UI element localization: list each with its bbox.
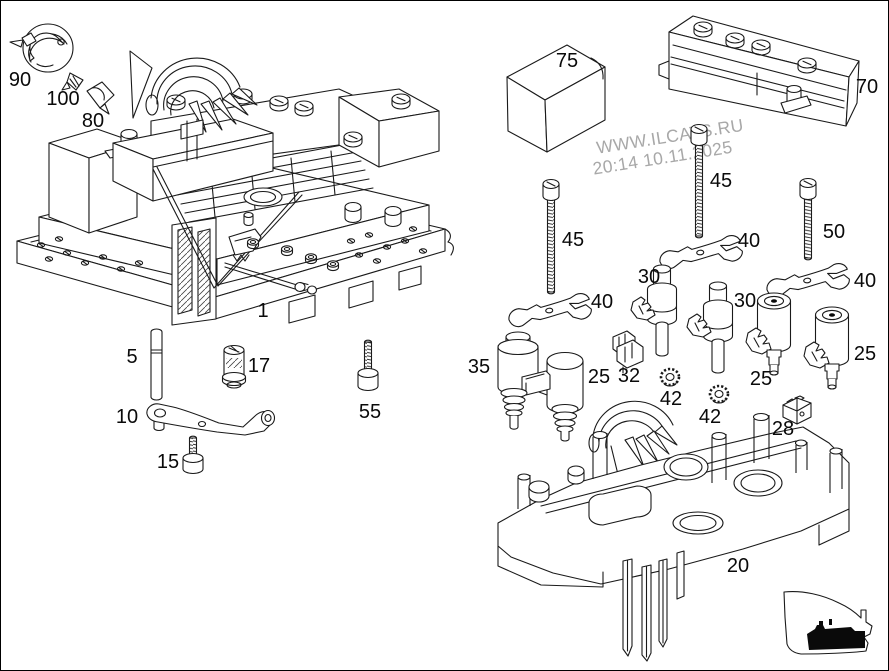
callout-32: 32 [618,365,640,387]
callout-25-mid: 25 [750,368,772,390]
callout-70: 70 [856,76,878,98]
valve-body-assembly-drawing [16,57,454,326]
grommet-42-left-drawing [659,367,681,388]
callout-30-left: 30 [638,266,660,288]
cover-75-drawing [506,44,606,153]
cover-70-drawing [658,15,860,127]
callout-25-left: 25 [588,366,610,388]
callout-labels: 90 100 80 1 5 17 10 15 55 75 70 45 45 50… [9,50,878,577]
bolt-15-drawing [182,435,204,475]
callout-45-right: 45 [710,170,732,192]
callout-10: 10 [116,406,138,428]
callout-42-left: 42 [660,388,682,410]
callout-40-right: 40 [854,270,876,292]
callout-100: 100 [46,88,79,110]
callout-42-right: 42 [699,406,721,428]
seal-cap-90-drawing [9,23,74,73]
callout-5: 5 [126,346,137,368]
callout-80: 80 [82,110,104,132]
bolt-45-left-drawing [542,178,560,295]
callout-17: 17 [248,355,270,377]
plug-100-drawing [61,72,115,115]
grommet-42-right-drawing [708,384,730,405]
transmission-locator-inset [783,591,873,655]
damper-17-drawing [221,344,247,389]
connector-32-drawing [612,330,644,374]
callout-15: 15 [157,451,179,473]
bolt-45-right-drawing [690,123,708,239]
callout-40-mid: 40 [738,230,760,252]
solenoid-25-left-drawing [538,351,584,442]
pointer-wedge-80 [129,50,153,119]
clip-40-left-drawing [506,292,593,329]
bolt-50-drawing [799,177,817,261]
bolt-55-drawing [357,339,379,392]
callout-1: 1 [257,300,268,322]
clip-40-mid-drawing [657,234,744,271]
callout-90: 90 [9,69,31,91]
callout-35: 35 [468,356,490,378]
connector-28-drawing [782,395,812,425]
pin-5-drawing [150,328,163,401]
callout-28: 28 [772,418,794,440]
solenoid-25-right-drawing [803,306,850,390]
clip-40-right-drawing [764,262,851,299]
valve-body-frame-20-drawing [497,400,850,662]
callout-40-left: 40 [591,291,613,313]
callout-20: 20 [727,555,749,577]
solenoid-30-right-drawing [686,281,734,374]
bellows-boot-drawing [145,57,258,162]
switch-35-drawing [497,331,551,430]
callout-50: 50 [823,221,845,243]
callout-45-left: 45 [562,229,584,251]
callout-25-right: 25 [854,343,876,365]
callout-55: 55 [359,401,381,423]
callout-30-right: 30 [734,290,756,312]
callout-75: 75 [556,50,578,72]
lever-10-drawing [146,403,276,436]
